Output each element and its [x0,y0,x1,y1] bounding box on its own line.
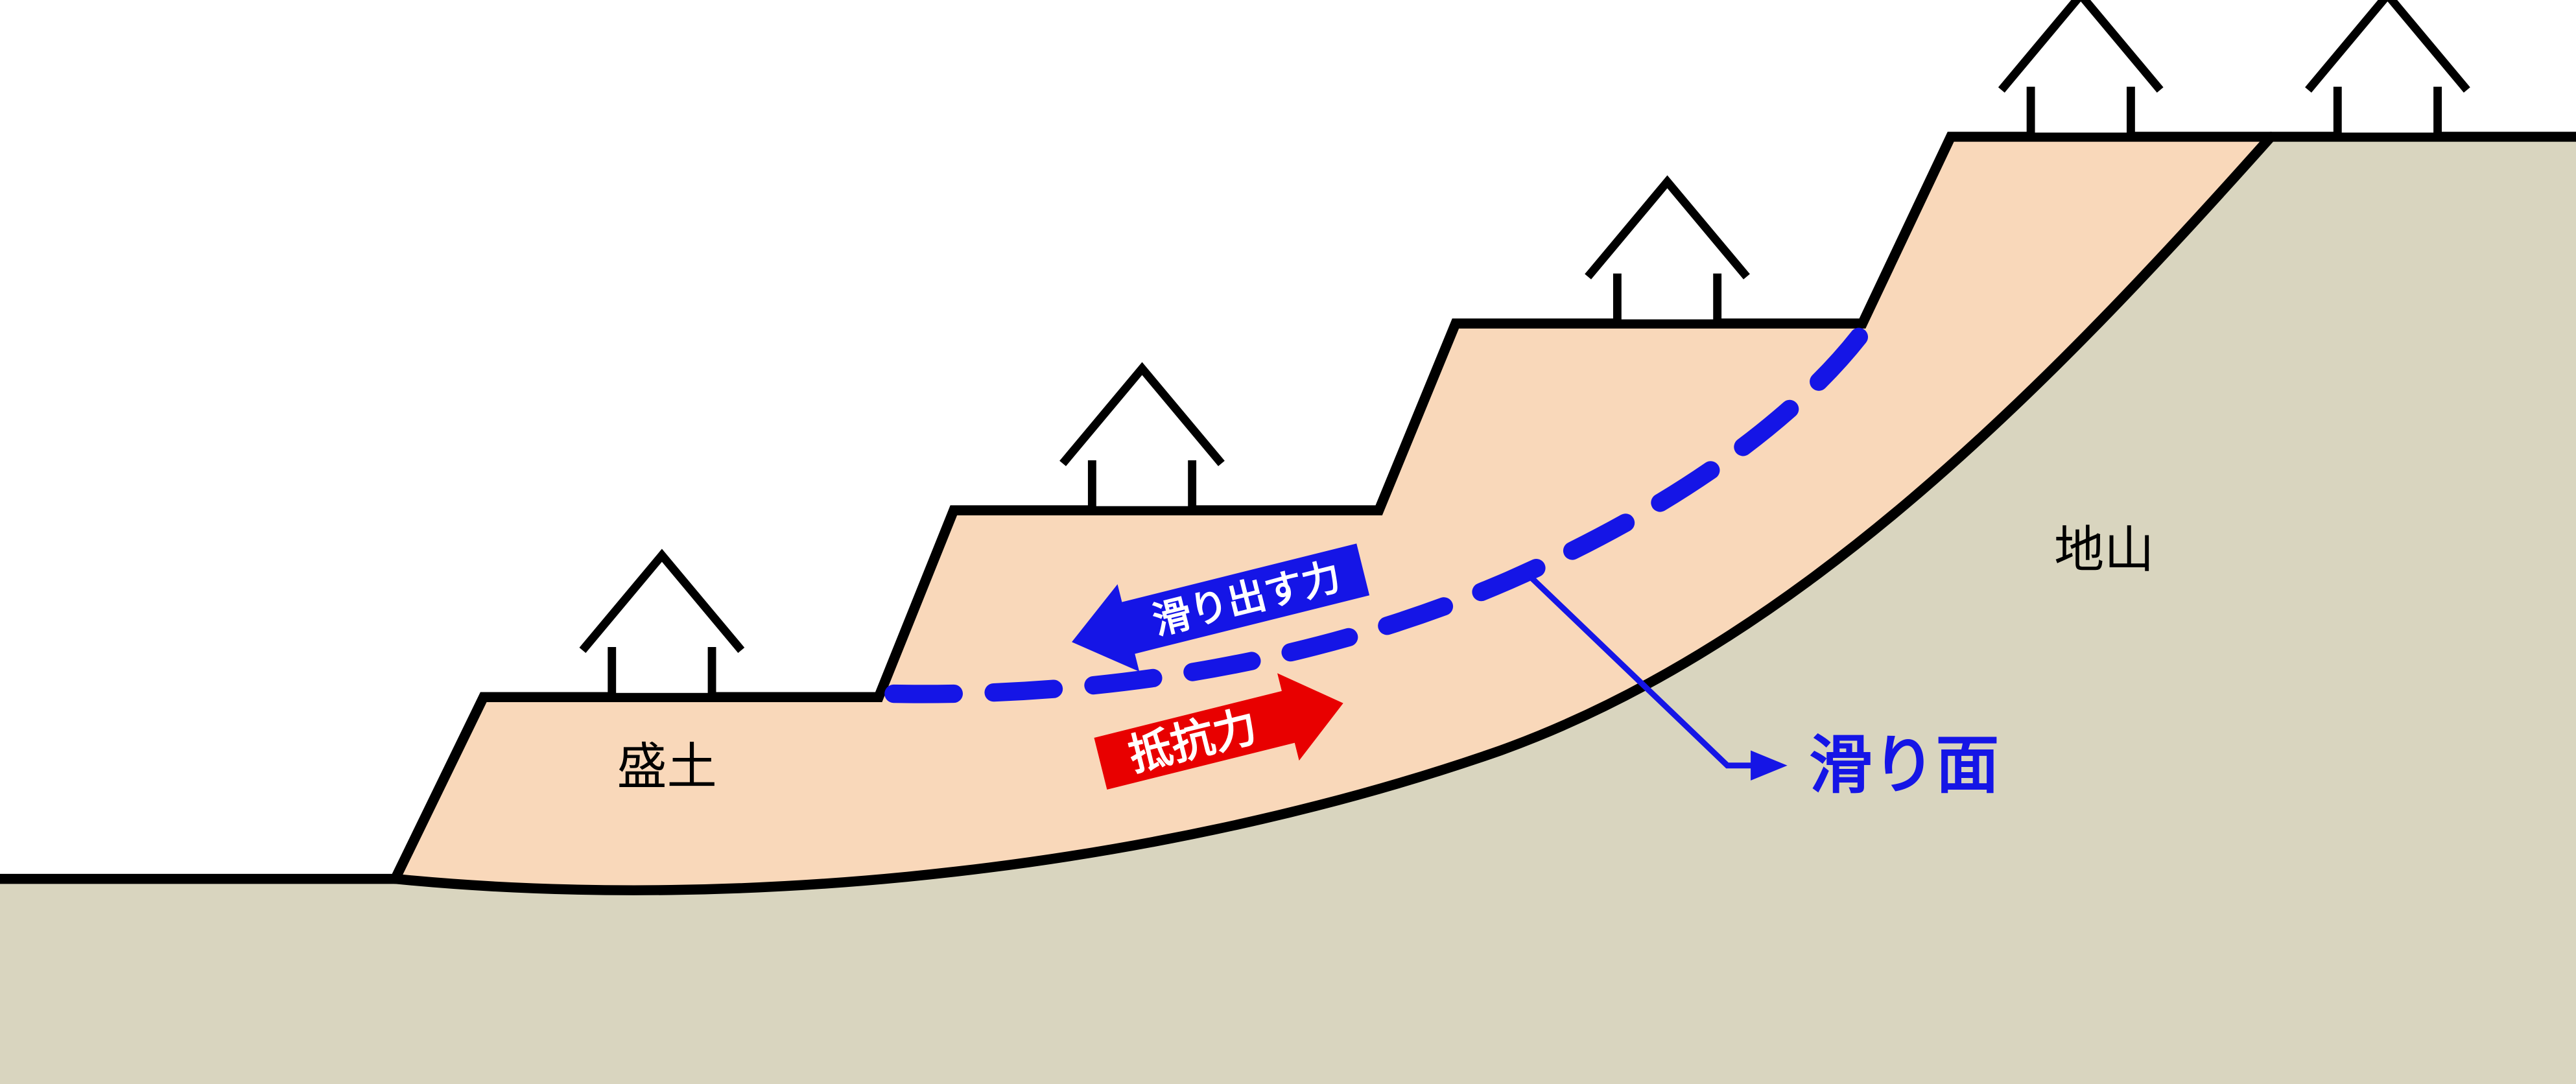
slip-surface-label: 滑り面 [1809,729,1999,803]
house-icon [1065,368,1219,510]
slip-surface-leader-arrowhead [1751,750,1788,781]
resisting-force-arrow [1094,673,1343,790]
natural-ground-label: 地山 [2054,521,2154,580]
house-icon [585,556,739,698]
house-icon [2004,0,2158,137]
natural-ground-area [0,136,2576,1084]
house-icon [2311,0,2464,137]
fill-soil-label: 盛土 [617,738,716,796]
natural-ground-curve [390,132,2276,895]
house-icon [1590,182,1744,324]
slip-surface-leader-line [1528,574,1755,769]
slip-surface-dashed-line [884,321,1874,703]
sliding-force-arrow [1072,543,1370,672]
